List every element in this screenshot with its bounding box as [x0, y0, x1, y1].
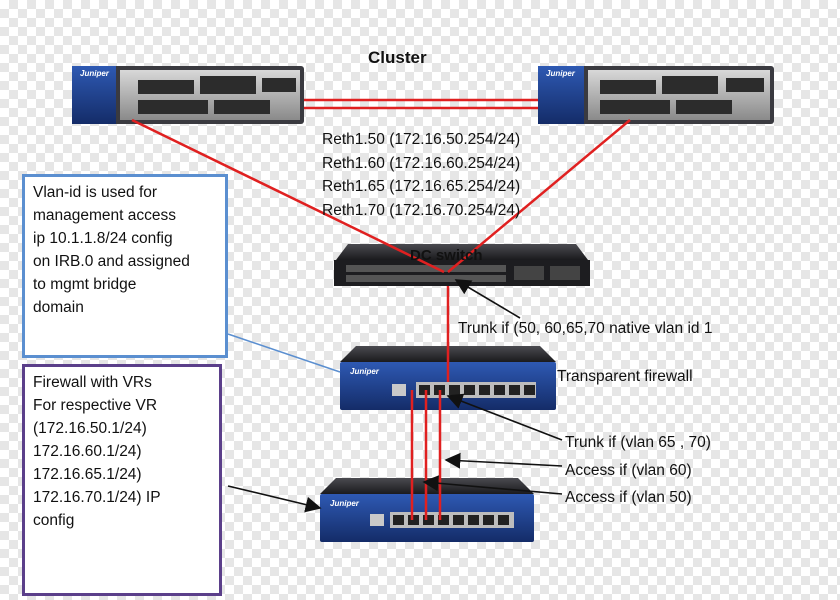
vr-note-line: (172.16.50.1/24) [33, 420, 147, 437]
cluster-node-left: Juniper [72, 66, 304, 124]
cluster-right-ports [600, 76, 764, 114]
trunk-vlan-label: Trunk if (vlan 65 , 70) [565, 434, 711, 451]
transparent-firewall-device: Juniper [340, 346, 556, 410]
reth-interface-item: Reth1.50 (172.16.50.254/24) [322, 131, 521, 148]
mgmt-note-line: Vlan-id is used for [33, 184, 158, 201]
reth-interface-list: Reth1.50 (172.16.50.254/24) Reth1.60 (17… [322, 128, 520, 222]
tfw-ports [392, 382, 536, 398]
vr-note-line: 172.16.65.1/24) [33, 466, 142, 483]
mgmt-note-line: domain [33, 299, 84, 316]
dc-switch [334, 244, 590, 286]
reth-interface-item: Reth1.65 (172.16.65.254/24) [322, 178, 521, 195]
vr-note-line: For respective VR [33, 397, 158, 414]
reth-interface-item: Reth1.60 (172.16.60.254/24) [322, 154, 521, 172]
access-vlan-50-label: Access if (vlan 50) [565, 489, 692, 506]
juniper-logo-right: Juniper [546, 69, 576, 78]
juniper-logo-tfw: Juniper [350, 367, 380, 376]
cluster-label: Cluster [368, 48, 427, 67]
juniper-logo-vrfw: Juniper [330, 499, 360, 508]
reth-interface-item: Reth1.70 (172.16.70.254/24) [322, 201, 521, 219]
firewall-interconnect-links [410, 390, 442, 520]
dc-switch-label: DC switch [410, 247, 483, 264]
vr-note-line: 172.16.60.1/24) [33, 443, 142, 460]
vr-note-line: 172.16.70.1/24) IP [33, 489, 161, 506]
transparent-firewall-label: Transparent firewall [557, 368, 693, 385]
annotation-arrows [227, 279, 563, 513]
cluster-left-ports [138, 76, 296, 114]
cluster-node-right: Juniper [538, 66, 774, 124]
vr-note-box: Firewall with VRs For respective VR (172… [22, 364, 222, 596]
juniper-logo-left: Juniper [80, 69, 110, 78]
mgmt-note-line: to mgmt bridge [33, 276, 137, 293]
cluster-to-dc-links [131, 118, 631, 274]
vr-note-line: Firewall with VRs [33, 374, 152, 391]
trunk-native-label: Trunk if (50, 60,65,70 native vlan id 1 [458, 320, 713, 337]
mgmt-note-line: on IRB.0 and assigned [33, 253, 190, 270]
mgmt-note-line: management access [33, 207, 177, 224]
mgmt-note-line: ip 10.1.1.8/24 config [33, 230, 173, 247]
cluster-interconnect [304, 98, 538, 110]
mgmt-note-box: Vlan-id is used for management access ip… [22, 174, 228, 358]
mgmt-callout-line [227, 333, 341, 373]
vr-note-line: config [33, 512, 75, 529]
access-vlan-60-label: Access if (vlan 60) [565, 462, 692, 479]
vrfw-ports [370, 512, 514, 528]
dc-switch-ports [346, 265, 580, 282]
